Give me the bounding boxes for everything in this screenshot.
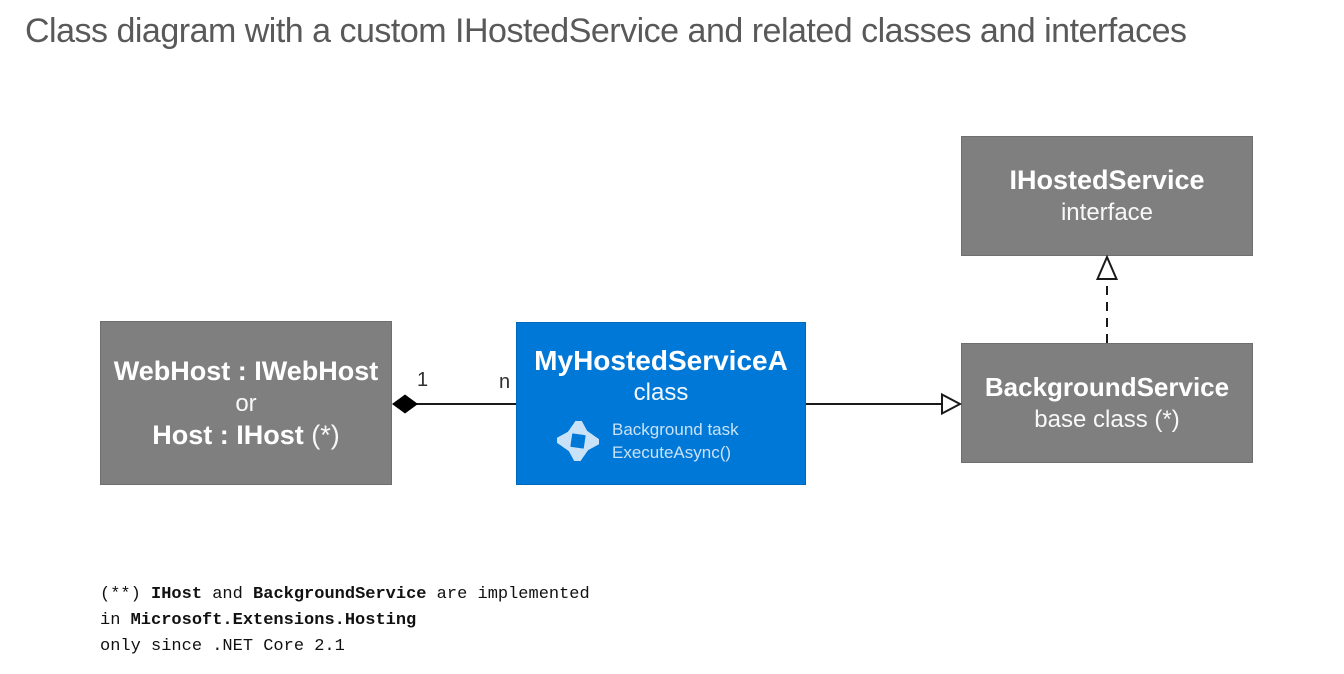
multiplicity-label-n: n <box>499 371 511 393</box>
node-webhost-line2: or <box>235 389 257 417</box>
node-myhostedservice-name: MyHostedServiceA <box>534 344 788 376</box>
footnote-line1-bold2: BackgroundService <box>253 585 427 604</box>
node-ihostedservice: IHostedService interface <box>961 136 1253 256</box>
node-backgroundservice: BackgroundService base class (*) <box>961 343 1253 463</box>
node-webhost-line3-bold: Host : IHost <box>152 419 304 450</box>
node-webhost-line3-suffix: (*) <box>303 419 340 450</box>
footnote-line2-bold: Microsoft.Extensions.Hosting <box>130 611 417 630</box>
interface-realization-triangle-icon <box>1095 254 1119 280</box>
inheritance-triangle-icon <box>941 392 963 416</box>
footnote-line1-suffix: are implemented <box>426 585 590 604</box>
footnote-line1: (**) IHost and BackgroundService are imp… <box>100 582 590 608</box>
footnote-line3: only since .NET Core 2.1 <box>100 637 345 656</box>
footnote-line1-prefix: (**) <box>100 585 152 604</box>
node-webhost: WebHost : IWebHost or Host : IHost (*) <box>100 321 392 485</box>
node-myhostedservice: MyHostedServiceA class <box>516 322 806 485</box>
feature-text: Background task ExecuteAsync() <box>612 418 739 464</box>
aggregation-diamond-icon <box>392 394 418 414</box>
node-ihostedservice-name: IHostedService <box>1009 165 1205 195</box>
feature-line1: Background task <box>612 419 739 439</box>
page-title: Class diagram with a custom IHostedServi… <box>25 12 1187 50</box>
node-webhost-line1: WebHost : IWebHost <box>113 355 379 386</box>
footnote-line1-mid: and <box>202 585 254 604</box>
footnote-line2-prefix: in <box>100 611 131 630</box>
node-webhost-line3: Host : IHost (*) <box>152 419 340 452</box>
cycle-arrows-icon <box>557 420 599 461</box>
node-backgroundservice-subtitle: base class (*) <box>1034 406 1180 433</box>
multiplicity-label-1: 1 <box>417 369 429 391</box>
feature-line2: ExecuteAsync() <box>612 442 732 462</box>
node-ihostedservice-subtitle: interface <box>1060 199 1154 226</box>
node-myhostedservice-subtitle: class <box>633 378 689 406</box>
footnote: (**) IHost and BackgroundService are imp… <box>100 582 590 660</box>
footnote-line2: in Microsoft.Extensions.Hosting <box>100 608 590 634</box>
background-task-feature: Background task ExecuteAsync() <box>557 418 739 464</box>
node-backgroundservice-name: BackgroundService <box>984 372 1230 402</box>
footnote-line1-bold1: IHost <box>151 585 203 604</box>
